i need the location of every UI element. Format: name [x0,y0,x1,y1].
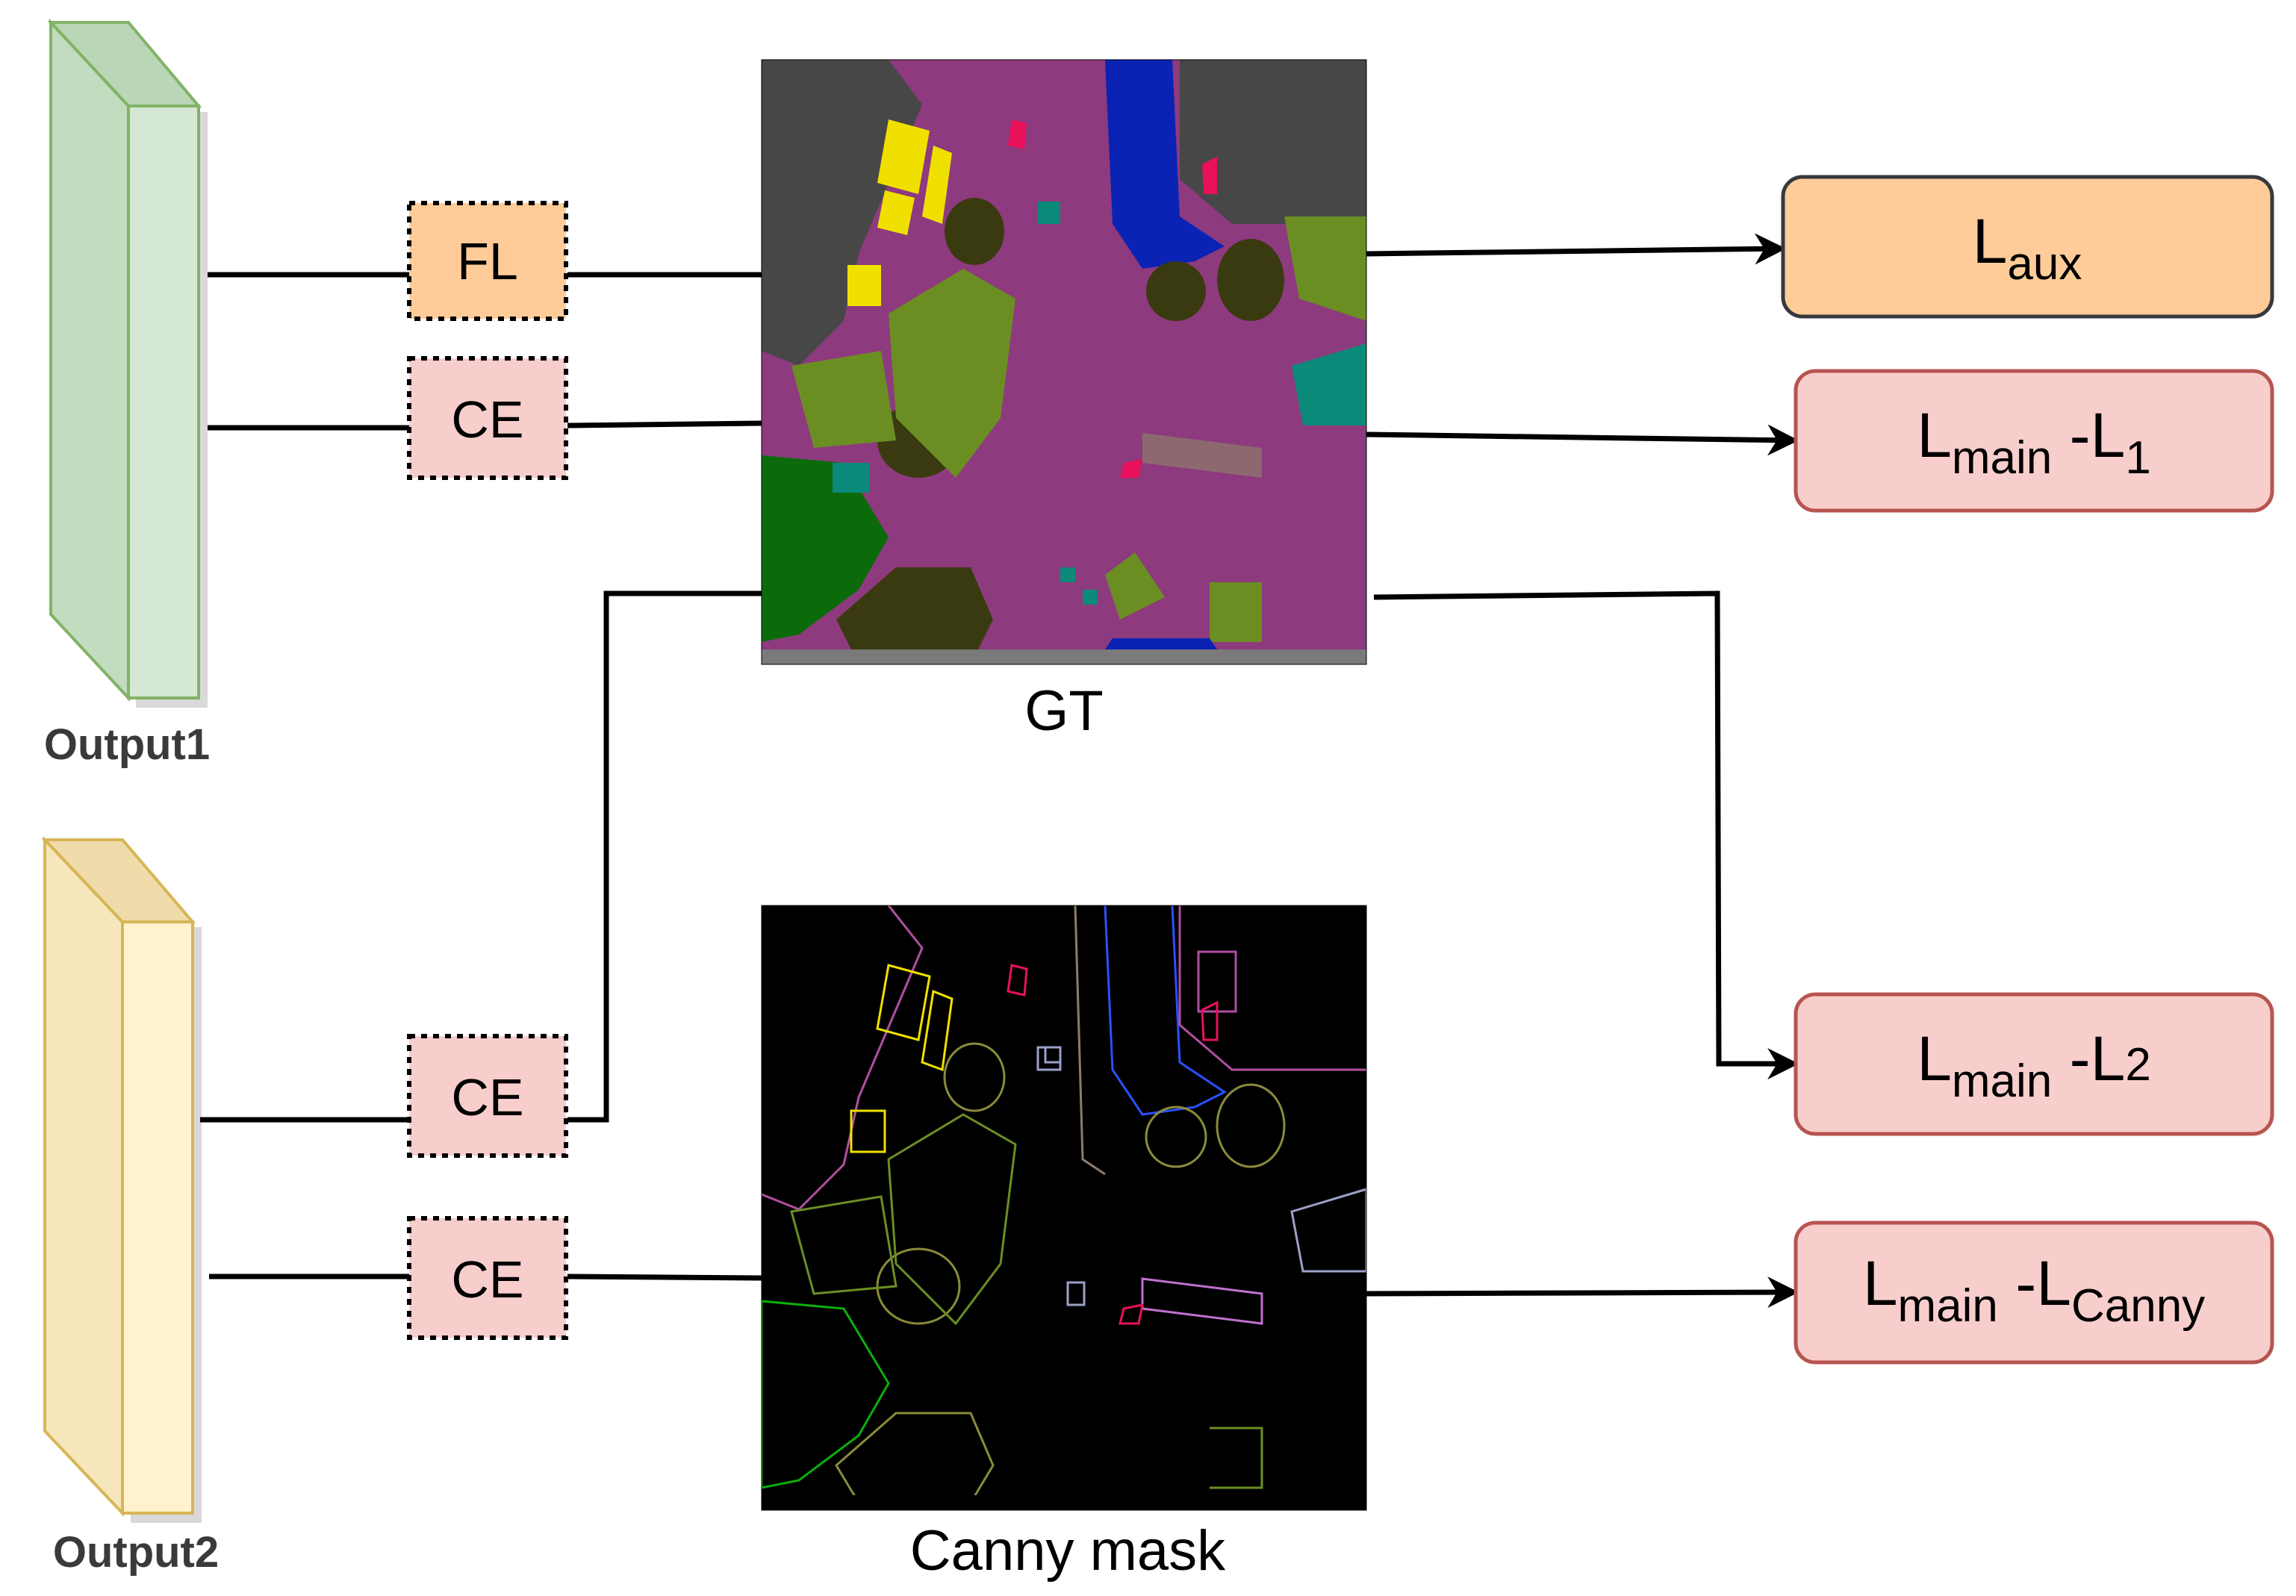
gt-image-frame [761,59,1367,665]
arrow-gt-lmain-l1 [1366,424,1799,456]
loss-box-fl: FL [407,201,568,321]
loss-output-lmain-lcanny-label: Lmain -LCanny [1863,1248,2205,1332]
arrow-gt-lmain-l2 [1373,590,1799,1079]
canny-image-frame [761,905,1367,1511]
output1-side-face [49,18,130,702]
loss-output-lmain-l2-rect [1793,992,2274,1136]
line-ce-gt-elbow [567,590,762,1123]
loss-output-lmain-l1-rect [1793,369,2274,513]
loss-output-laux: Laux [1781,175,2274,319]
canny-caption: Canny mask [910,1519,1226,1583]
loss-output-lmain-l2: Lmain -L2 [1793,992,2274,1136]
output1-block [47,18,208,708]
gt-caption: GT [1024,679,1104,743]
loss-output-lmain-l1-label: Lmain -L1 [1917,400,2151,484]
loss-box-fl-label: FL [457,232,518,290]
output2-side-face [43,835,124,1518]
loss-box-ce3-rect [407,1216,568,1340]
output2-label: Output2 [53,1528,219,1577]
loss-box-fl-rect [407,201,568,321]
loss-output-lmain-lcanny: Lmain -LCanny [1793,1221,2274,1365]
arrow-gt-laux [1366,233,1787,265]
output2-front-face [121,920,194,1515]
canny-image [762,905,1366,1510]
loss-output-laux-label: Laux [1973,206,2082,290]
loss-output-lmain-l1: Lmain -L1 [1793,369,2274,513]
connections [200,233,1799,1309]
loss-box-ce1-label: CE [451,390,523,449]
output2-block [41,835,202,1523]
line-ce-canny [567,1274,762,1281]
loss-output-lmain-lcanny-rect [1793,1221,2274,1365]
loss-box-ce1-rect [407,356,568,480]
output1-label: Output1 [44,720,210,769]
loss-box-ce2-label: CE [451,1068,523,1126]
loss-output-laux-rect [1781,175,2274,319]
loss-box-ce1: CE [407,356,568,480]
loss-box-ce3: CE [407,1216,568,1340]
line-ce-gt [567,420,762,428]
gt-image [762,60,1366,664]
loss-box-ce2-rect [407,1034,568,1158]
loss-box-ce3-label: CE [451,1250,523,1309]
loss-output-lmain-l2-label: Lmain -L2 [1917,1023,2151,1107]
arrow-canny-lmain-lcanny [1366,1277,1799,1309]
output1-front-face [127,105,200,699]
loss-box-ce2: CE [407,1034,568,1158]
